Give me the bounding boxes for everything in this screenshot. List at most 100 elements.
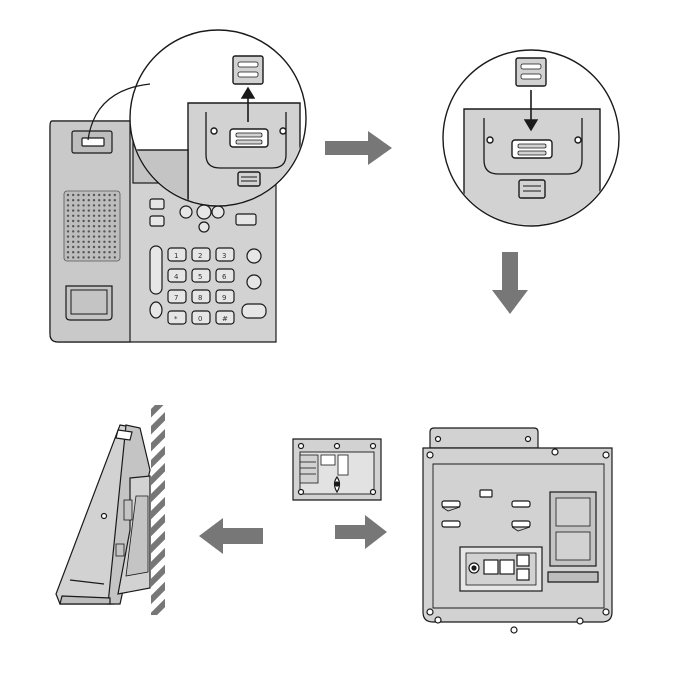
grille-dot [108,219,111,223]
grille-dot [103,225,106,228]
grille-dot [108,214,111,217]
keypad-key-label: 0 [198,315,202,323]
grille-dot [77,219,80,223]
grille-dot [103,230,106,233]
grille-dot [87,245,91,249]
keypad-key-7: 7 [167,289,187,304]
grille-dot [82,251,85,254]
grille-dot [98,225,101,228]
grille-dot [77,199,80,202]
grille-dot [66,225,70,228]
grille-dot [77,256,80,259]
keypad-key-9: 9 [215,289,235,304]
grille-dot [113,256,117,259]
grille-dot [82,240,85,243]
grille-dot [108,240,111,243]
grille-dot [98,204,101,207]
grille-dot [77,214,80,217]
grille-dot [108,256,111,259]
grille-dot [103,219,106,223]
grille-dot [92,199,96,202]
grille-dot [82,230,85,233]
grille-dot [92,209,96,212]
grille-dot [72,256,75,259]
grille-dot [66,209,70,212]
grille-dot [92,204,96,207]
grille-dot [87,209,91,212]
arrow-right-top [325,131,392,165]
grille-dot [72,245,75,249]
grille-dot [113,225,117,228]
grille-dot [87,251,91,254]
grille-dot [92,235,96,238]
grille-dot [66,240,70,243]
grille-dot [98,214,101,217]
grille-dot [87,204,91,207]
grille-dot [108,235,111,238]
grille-dot [72,251,75,254]
keypad-key-label: 2 [198,252,202,260]
grille-dot [113,251,117,254]
grille-dot [113,209,117,212]
grille-dot [98,235,101,238]
grille-dot [92,240,96,243]
grille-dot [82,214,85,217]
wall-mount-bracket [292,438,382,501]
grille-dot [72,199,75,202]
grille-dot [108,193,111,197]
grille-dot [72,219,75,223]
grille-dot [66,204,70,207]
grille-dot [72,230,75,233]
keypad-key-3: 3 [215,247,235,262]
arrow-right-bottom [335,515,387,549]
grille-dot [82,193,85,197]
grille-dot [82,204,85,207]
keypad-key-2: 2 [191,247,211,262]
grille-dot [72,209,75,212]
keypad-key-8: 8 [191,289,211,304]
grille-dot [66,230,70,233]
grille-dot [103,251,106,254]
grille-dot [103,240,106,243]
grille-dot [92,225,96,228]
arrow-left-bottom [199,518,263,554]
grille-dot [98,209,101,212]
grille-dot [113,214,117,217]
phone-back-view [422,427,613,634]
keypad-key-label: * [174,315,178,323]
grille-dot [103,204,106,207]
grille-dot [72,240,75,243]
grille-dot [113,230,117,233]
grille-dot [87,240,91,243]
grille-dot [103,235,106,238]
grille-dot [77,193,80,197]
arrow-down [492,252,528,314]
grille-dot [98,251,101,254]
grille-dot [92,256,96,259]
grille-dot [66,251,70,254]
keypad-key-label: 7 [174,294,178,302]
keypad-key-label: # [222,315,228,323]
grille-dot [77,204,80,207]
grille-dot [113,193,117,197]
grille-dot [82,225,85,228]
grille-dot [77,240,80,243]
grille-dot [72,193,75,197]
grille-dot [113,245,117,249]
grille-dot [66,235,70,238]
grille-dot [108,199,111,202]
grille-dot [108,251,111,254]
grille-dot [113,199,117,202]
grille-dot [92,219,96,223]
grille-dot [92,245,96,249]
grille-dot [66,245,70,249]
keypad-key-1: 1 [167,247,187,262]
grille-dot [77,225,80,228]
wall-hatch [151,405,165,615]
grille-dot [77,209,80,212]
grille-dot [72,235,75,238]
grille-dot [82,245,85,249]
grille-dot [98,256,101,259]
grille-dot [98,245,101,249]
grille-dot [87,199,91,202]
